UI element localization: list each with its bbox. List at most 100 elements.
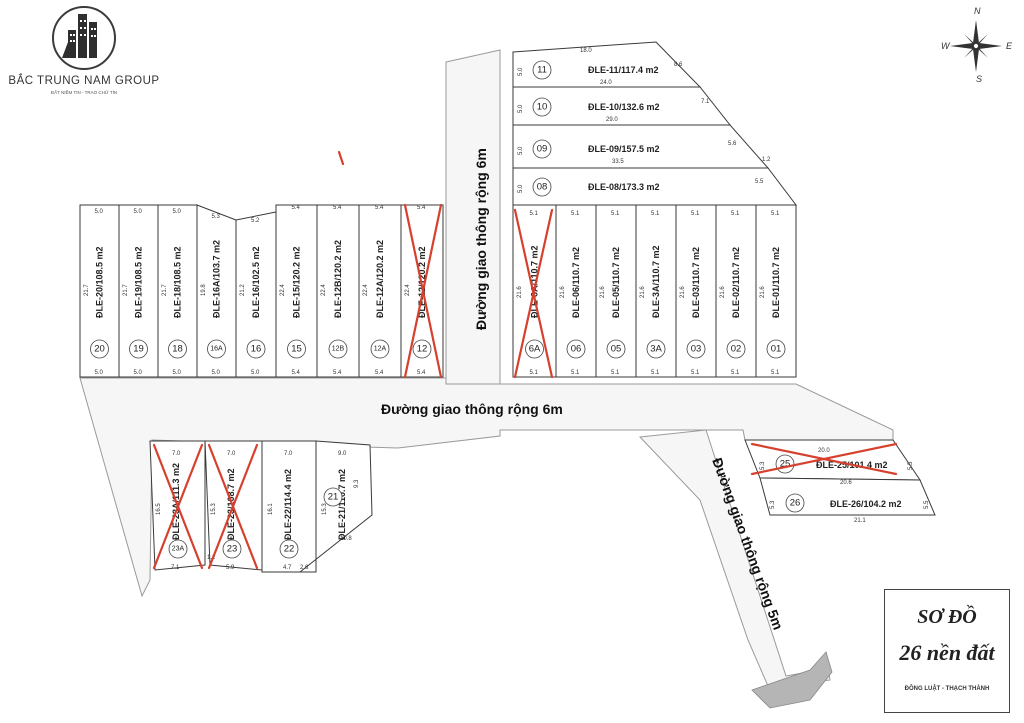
road-horizontal xyxy=(79,377,894,598)
lot-05-top-dim: 5.1 xyxy=(611,211,620,217)
lot-12-top-dim: 5.4 xyxy=(417,205,426,211)
lot-09-right2-dim: 1.2 xyxy=(762,157,771,163)
lot-08-circle xyxy=(532,177,552,197)
lot-12A-top-dim: 5.4 xyxy=(375,205,384,211)
lot-16-circle xyxy=(246,339,266,359)
lot-11-circle xyxy=(532,60,552,80)
lot-16A-number: 16A xyxy=(210,346,223,353)
lot-26-right-dim: 5.5 xyxy=(924,500,930,509)
lot-12B-bottom-dim: 5.4 xyxy=(333,370,342,376)
lot-26-circle xyxy=(785,493,805,513)
lot-10-circle xyxy=(532,97,552,117)
lot-23A-top-dim: 7.0 xyxy=(172,451,181,457)
lot-09-bottom-dim: 33.5 xyxy=(612,159,624,165)
lot-05-circle xyxy=(606,339,626,359)
lot-22-number: 22 xyxy=(284,544,295,555)
lot-11-number: 11 xyxy=(537,65,547,76)
legend-title: SƠ ĐỒ xyxy=(917,606,977,628)
lot-6A-side-dim: 21.6 xyxy=(517,286,523,298)
lot-06-top-dim: 5.1 xyxy=(571,211,580,217)
lot-6A-label: ĐLE-6A/110.7 m2 xyxy=(530,245,540,318)
lot-11-right-dim: 8.6 xyxy=(674,62,683,68)
lot-3A-top-dim: 5.1 xyxy=(651,211,660,217)
lot-05-label: ĐLE-05/110.7 m2 xyxy=(611,247,621,318)
lot-10-bottom-dim: 29.0 xyxy=(606,117,618,123)
lot-21[interactable] xyxy=(298,440,373,573)
lot-25-number: 25 xyxy=(780,459,791,470)
lot-20-side-dim: 21.7 xyxy=(84,284,90,296)
lot-02[interactable] xyxy=(715,204,757,378)
lot-15-side-dim: 22.4 xyxy=(280,284,286,296)
lot-20-top-dim: 5.0 xyxy=(95,209,104,215)
lot-03[interactable] xyxy=(675,204,717,378)
lot-09-label: ĐLE-09/157.5 m2 xyxy=(588,144,660,154)
lot-10-label: ĐLE-10/132.6 m2 xyxy=(588,102,660,112)
compass-star-icon xyxy=(950,20,1002,72)
lot-21-number: 21 xyxy=(328,492,339,503)
lot-20-circle xyxy=(90,339,109,359)
lot-19-label: ĐLE-19/108.5 m2 xyxy=(134,246,144,318)
lot-09-number: 09 xyxy=(537,144,548,155)
lot-09-side-dim: 5.0 xyxy=(518,146,524,155)
compass-north: N xyxy=(974,6,981,16)
lot-12A-label: ĐLE-12A/120.2 m2 xyxy=(375,240,385,318)
lot-12-side-dim: 22.4 xyxy=(405,284,411,296)
lot-21-bottom-dim: 2.6 xyxy=(300,565,309,571)
lot-16A-side-dim: 19.8 xyxy=(201,284,207,296)
lot-22-circle xyxy=(279,539,299,559)
lot-21-label: ĐLE-21/110.7 m2 xyxy=(337,469,347,540)
lot-01-side-dim: 21.6 xyxy=(760,286,766,298)
lot-3A-circle xyxy=(646,339,666,359)
lot-19-bottom-dim: 5.0 xyxy=(134,370,143,376)
lot-12B-number: 12B xyxy=(332,346,345,353)
lot-01-top-dim: 5.1 xyxy=(771,211,780,217)
lot-12B-label: ĐLE-12B/120.2 m2 xyxy=(333,240,343,318)
direction-arrow-icon xyxy=(751,651,833,709)
lot-21-diag-dim: 10.8 xyxy=(340,536,352,542)
compass-east: E xyxy=(1006,41,1013,51)
lot-20-number: 20 xyxy=(94,344,105,355)
lot-15-circle xyxy=(287,339,306,359)
lot-03-number: 03 xyxy=(691,344,702,355)
lot-09-circle xyxy=(532,139,552,159)
lot-3A-bottom-dim: 5.1 xyxy=(651,370,660,376)
lot-15-bottom-dim: 5.4 xyxy=(292,370,301,376)
compass-south: S xyxy=(976,74,983,84)
lot-6A-circle xyxy=(525,339,544,359)
lot-6A-top-dim: 5.1 xyxy=(530,211,539,217)
lot-23-sold-mark-b xyxy=(207,443,259,570)
lot-25-right-dim: 5.5 xyxy=(908,461,914,470)
lot-18-number: 18 xyxy=(172,344,183,355)
compass-west: W xyxy=(941,41,950,51)
lot-08-number: 08 xyxy=(537,182,548,193)
lot-12A-side-dim: 22.4 xyxy=(363,284,369,296)
lot-05-bottom-dim: 5.1 xyxy=(611,370,620,376)
lot-26-bottom-dim: 21.1 xyxy=(854,518,866,524)
lot-02-top-dim: 5.1 xyxy=(731,211,740,217)
lot-3A-label: ĐLE-3A/110.7 m2 xyxy=(651,245,661,318)
lot-23A-sold-mark-b xyxy=(152,443,204,570)
lot-02-side-dim: 21.6 xyxy=(720,286,726,298)
lot-03-bottom-dim: 5.1 xyxy=(691,370,700,376)
lot-16-number: 16 xyxy=(251,344,262,355)
lot-11-side-dim: 5.0 xyxy=(518,67,524,76)
lot-01-circle xyxy=(766,339,786,359)
lot-06-label: ĐLE-06/110.7 m2 xyxy=(571,247,581,318)
lot-23-top-dim: 7.0 xyxy=(227,451,236,457)
lot-12B-circle xyxy=(328,339,348,359)
lot-12A-number: 12A xyxy=(374,346,387,353)
lot-26-side-dim: 5.3 xyxy=(770,500,776,509)
lot-18-side-dim: 21.7 xyxy=(162,284,168,296)
legend-subtitle: 26 nền đất xyxy=(899,640,995,665)
road-label-horizontal: Đường giao thông rộng 6m xyxy=(381,401,563,417)
lot-21-top-dim: 9.0 xyxy=(338,451,347,457)
lot-23-side-dim: 15.3 xyxy=(211,503,217,515)
lot-18-circle xyxy=(168,339,187,359)
lot-02-label: ĐLE-02/110.7 m2 xyxy=(731,247,741,318)
lot-10-right-dim: 7.1 xyxy=(701,99,710,105)
lot-23-bottom2-dim: 1.2 xyxy=(207,555,216,561)
lot-3A-number: 3A xyxy=(650,344,662,355)
lot-6A-bottom-dim: 5.1 xyxy=(530,370,539,376)
lot-23A-bottom-dim: 7.1 xyxy=(171,565,180,571)
lot-05-side-dim: 21.6 xyxy=(600,286,606,298)
